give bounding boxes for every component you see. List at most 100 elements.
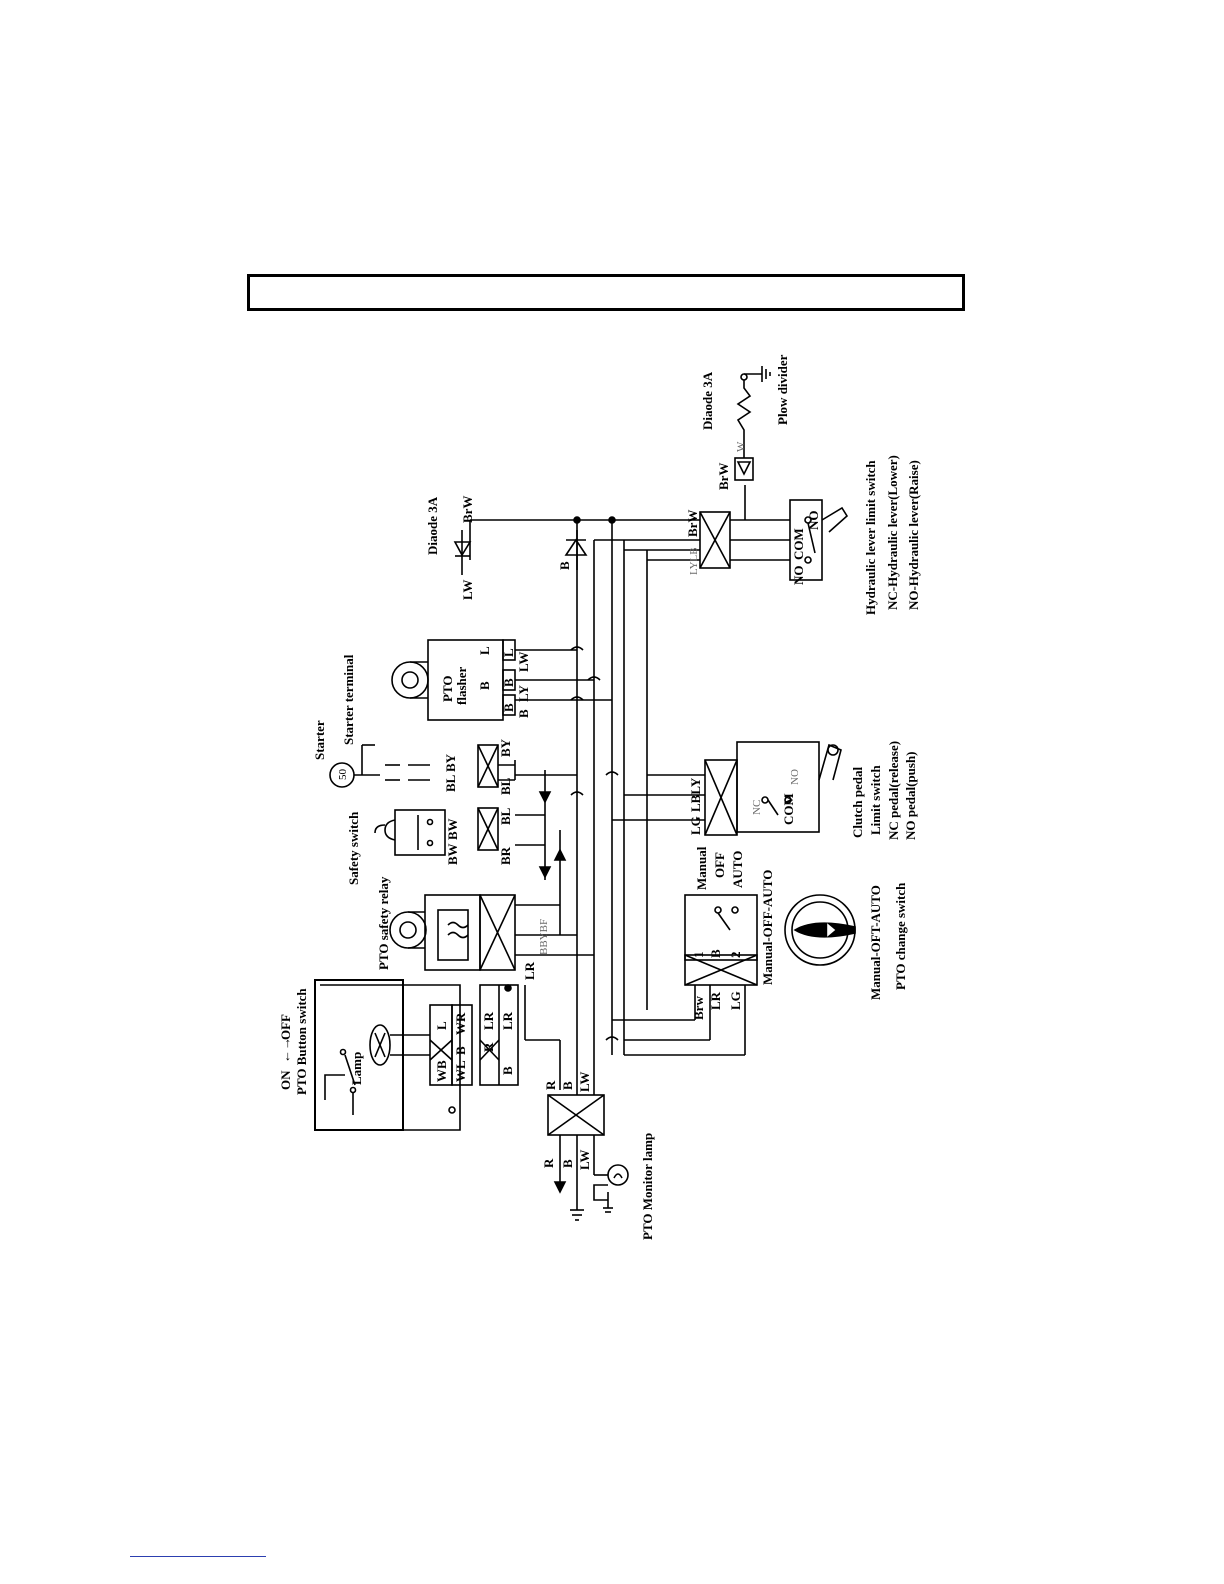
header-box [247, 274, 965, 311]
mode-label-off: OFF [712, 852, 727, 878]
label-clutch-limit: Limit switch [868, 765, 883, 835]
starter-icon [329, 744, 430, 788]
mode-wire-lr: LR [708, 991, 723, 1010]
pto-flasher-icon [391, 639, 516, 721]
label-mode-title: Manual-OFF-AUTO [760, 870, 775, 985]
flasher-pin-l: L [477, 646, 492, 655]
pto-monitor-lamp-icon [593, 1164, 629, 1213]
starter-relay-connector [477, 744, 516, 788]
clutch-com: COM [781, 793, 796, 825]
wire-w-right: W [735, 441, 747, 452]
clutch-switch-icon [736, 741, 842, 833]
label-pto-button-on: ON [278, 1070, 293, 1090]
mode-pin-2: 2 [728, 952, 743, 959]
bottom-wire-r-top: R [543, 1080, 558, 1090]
label-clutch-title: Clutch pedal [850, 766, 865, 838]
relay-wire-lr: LR [522, 961, 537, 980]
mode-label-manual: Manual [694, 846, 709, 890]
button-pin-l: L [434, 1021, 449, 1030]
starter-wire-bl: BL [443, 774, 458, 792]
label-pto-button-title: PTO Button switch [294, 988, 309, 1095]
flasher-wire-lw: LW [516, 652, 531, 672]
bottom-wire-lw: LW [577, 1150, 592, 1170]
label-pto-button-off: OFF [278, 1014, 293, 1040]
flasher-b-2: B [501, 678, 516, 687]
relay-wire-by: BY [498, 738, 513, 757]
label-starter-terminal: Starter terminal [341, 654, 356, 745]
label-clutch-no: NO pedal(push) [903, 752, 918, 841]
safety-switch-icon [374, 807, 499, 856]
label-starter: Starter [312, 720, 327, 760]
wire-brw-diode: BrW [716, 463, 731, 490]
bottom-wire-r: R [541, 1158, 556, 1168]
mode-knob-icon [784, 894, 856, 966]
mode-pin-1: 1 [691, 952, 706, 959]
bottom-wire-b: B [560, 1159, 575, 1168]
flasher-pin-b: B [477, 681, 492, 690]
label-pto-flasher-1: PTO [440, 676, 455, 703]
label-pto-flasher-2: flasher [454, 667, 469, 706]
label-pto-safety-relay: PTO safety relay [376, 876, 391, 970]
label-diode-top: Diaode 3A [425, 496, 440, 555]
wire-brw-top: BrW [460, 496, 475, 523]
mode-wire-lg: LG [728, 991, 743, 1010]
button-pin-wb: WB [434, 1060, 449, 1082]
label-safety-switch: Safety switch [346, 811, 361, 885]
starter-circle-50: 50 [337, 769, 349, 781]
conn2-pin-b: B [500, 1066, 515, 1075]
safety-wire-br: BR [498, 846, 513, 865]
pto-button-switch-box [314, 979, 473, 1131]
button-pin-wr: WR [453, 1012, 468, 1035]
diode-top-icon [453, 530, 472, 575]
label-plow-divider: Plow divider [775, 354, 790, 425]
wire-lylb-right: LYLB [688, 547, 700, 575]
flasher-b-1: B [501, 703, 516, 712]
label-hyd-no: NO-Hydraulic lever(Raise) [906, 460, 921, 610]
flasher-wire-b: B [516, 709, 531, 718]
label-lamp: Lamp [349, 1052, 364, 1085]
diode-right-icon [734, 440, 754, 481]
clutch-connector [704, 759, 738, 836]
button-pin-wl: WL [453, 1060, 468, 1082]
clutch-wire-lg: LG [688, 816, 703, 835]
harness-wires [469, 485, 790, 1095]
relay-wire-bl-1: BL [498, 777, 513, 795]
flasher-wire-ly: LY [516, 685, 531, 702]
pto-safety-relay-icon [389, 894, 516, 971]
relay-wire-bbybf: BBYBF [538, 919, 550, 955]
conn2-pin-lr-2: LR [500, 1011, 515, 1030]
safety-wire-bw-1: BW [445, 843, 460, 865]
bottom-wire-b-top: B [560, 1081, 575, 1090]
safety-wire-bw-2: BW [445, 818, 460, 840]
relay-arrows [538, 791, 567, 879]
diode-trunk-icon [564, 530, 588, 570]
label-pto-button-arrow: ←→ [278, 1037, 293, 1063]
footer-rule [130, 1556, 266, 1557]
label-hyd-nc: NC-Hydraulic lever(Lower) [885, 455, 900, 610]
wire-brw-right: BrW [685, 510, 700, 537]
wire-b-diode: B [557, 561, 572, 570]
conn2-pin-lr-1: LR [481, 1011, 496, 1030]
label-pto-monitor: PTO Monitor lamp [640, 1133, 655, 1240]
wire-crossings [570, 646, 619, 1041]
conn2-pin-r: R [481, 1042, 496, 1052]
label-clutch-nc: NC pedal(release) [886, 741, 901, 840]
hyd-com: COM [791, 528, 806, 560]
flasher-l: L [501, 648, 516, 657]
hyd-no-right: NO [806, 511, 821, 531]
button-pin-b: B [453, 1046, 468, 1055]
plow-divider-icon [736, 366, 771, 440]
clutch-wire-lbly: LBLY [688, 777, 703, 812]
clutch-no: NO [789, 769, 801, 785]
wire-lw-top: LW [460, 580, 475, 600]
pto-button-connector-2 [479, 984, 519, 1086]
hyd-connector [699, 511, 731, 569]
hyd-switch-icon [789, 499, 849, 581]
hyd-no-left: NO [791, 566, 806, 586]
label-pto-change-1: Manual-OFT-AUTO [868, 885, 883, 1000]
mode-switch-block [684, 894, 758, 986]
ground-icon [570, 1209, 584, 1221]
safety-wire-bl: BL [498, 807, 513, 825]
mode-wire-brw: Brw [691, 996, 706, 1020]
clutch-nc: NC [751, 800, 763, 815]
